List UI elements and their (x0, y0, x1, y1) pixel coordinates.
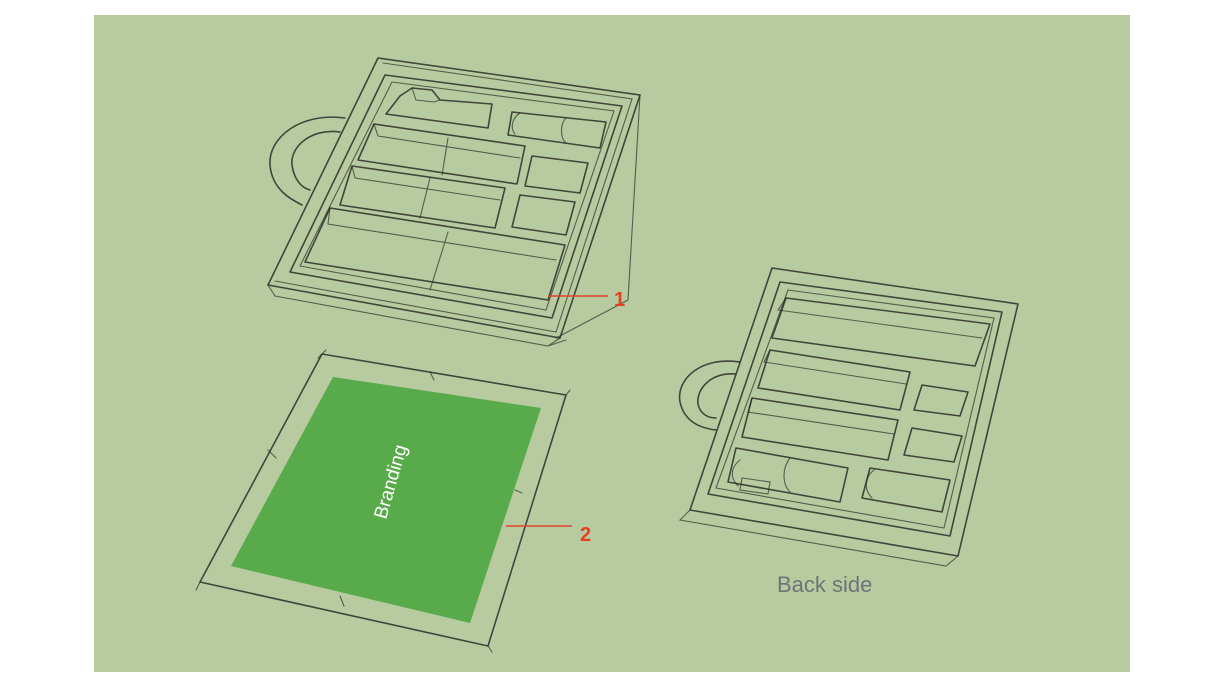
back-tray-slot-2 (757, 349, 911, 411)
back-tray-slot-7 (861, 467, 951, 513)
front-tray-slot-5 (339, 165, 506, 229)
front-tray-slot-7 (304, 207, 566, 301)
back-tray-slot-4 (741, 397, 899, 461)
back-tray-slot-1 (771, 297, 991, 367)
callout-number-2: 2 (580, 524, 591, 546)
lid: Branding (195, 349, 571, 653)
back-tray-slot-6 (727, 447, 849, 503)
front-tray (267, 57, 641, 347)
back-side-label: Back side (777, 572, 872, 597)
front-tray-inner-wall (289, 74, 623, 319)
front-tray-slot-4 (524, 155, 589, 194)
back-tray-outer-rim (689, 267, 1019, 557)
back-tray-slot-3 (913, 384, 969, 417)
back-tray-inner-wall (707, 281, 1003, 537)
branding-panel (231, 377, 541, 623)
callout-number-1: 1 (614, 289, 625, 311)
front-tray-handle (269, 116, 346, 206)
front-tray-slot-3 (357, 123, 526, 185)
back-tray-slot-5 (903, 427, 963, 463)
front-tray-slot-2 (507, 111, 607, 149)
back-tray-handle (678, 360, 741, 431)
front-tray-slot-1 (385, 87, 493, 129)
front-tray-slot-6 (511, 194, 576, 236)
back-tray (678, 267, 1019, 567)
